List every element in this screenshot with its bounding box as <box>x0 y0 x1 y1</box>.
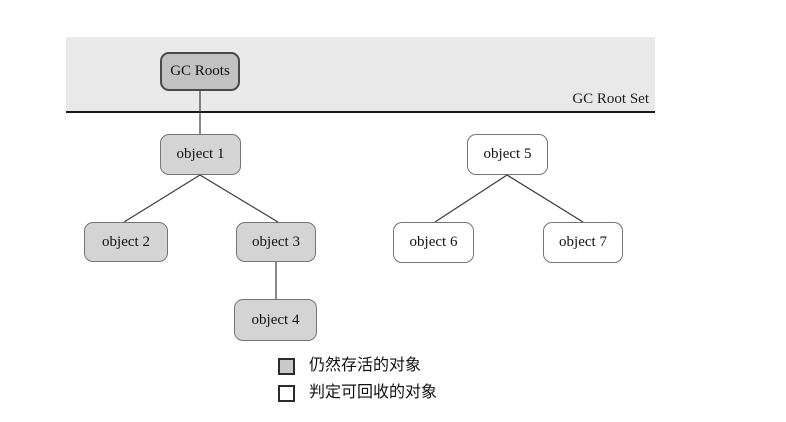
node-object-5: object 5 <box>467 134 548 175</box>
node-object-6: object 6 <box>393 222 474 263</box>
edge-object1-object2 <box>123 174 201 223</box>
gc-root-set-label: GC Root Set <box>572 91 649 107</box>
node-object-4: object 4 <box>234 299 317 341</box>
legend-swatch-live-icon <box>278 357 295 375</box>
gc-root-set-band: GC Root Set <box>66 37 655 113</box>
legend-label-recyclable: 判定可回收的对象 <box>309 384 438 401</box>
node-object-2: object 2 <box>84 222 168 262</box>
node-object-3: object 3 <box>236 222 316 262</box>
legend-item-live: 仍然存活的对象 <box>278 357 437 375</box>
legend-item-recyclable: 判定可回收的对象 <box>278 384 437 402</box>
legend-label-live: 仍然存活的对象 <box>309 357 422 374</box>
legend: 仍然存活的对象 判定可回收的对象 <box>278 357 437 402</box>
node-object-7: object 7 <box>543 222 623 263</box>
legend-swatch-recyclable-icon <box>278 384 295 402</box>
node-object-1: object 1 <box>160 134 241 175</box>
edge-object5-object7 <box>506 174 584 223</box>
edge-object5-object6 <box>434 174 508 223</box>
edge-object1-object3 <box>199 174 279 223</box>
node-gc-roots: GC Roots <box>160 52 240 91</box>
